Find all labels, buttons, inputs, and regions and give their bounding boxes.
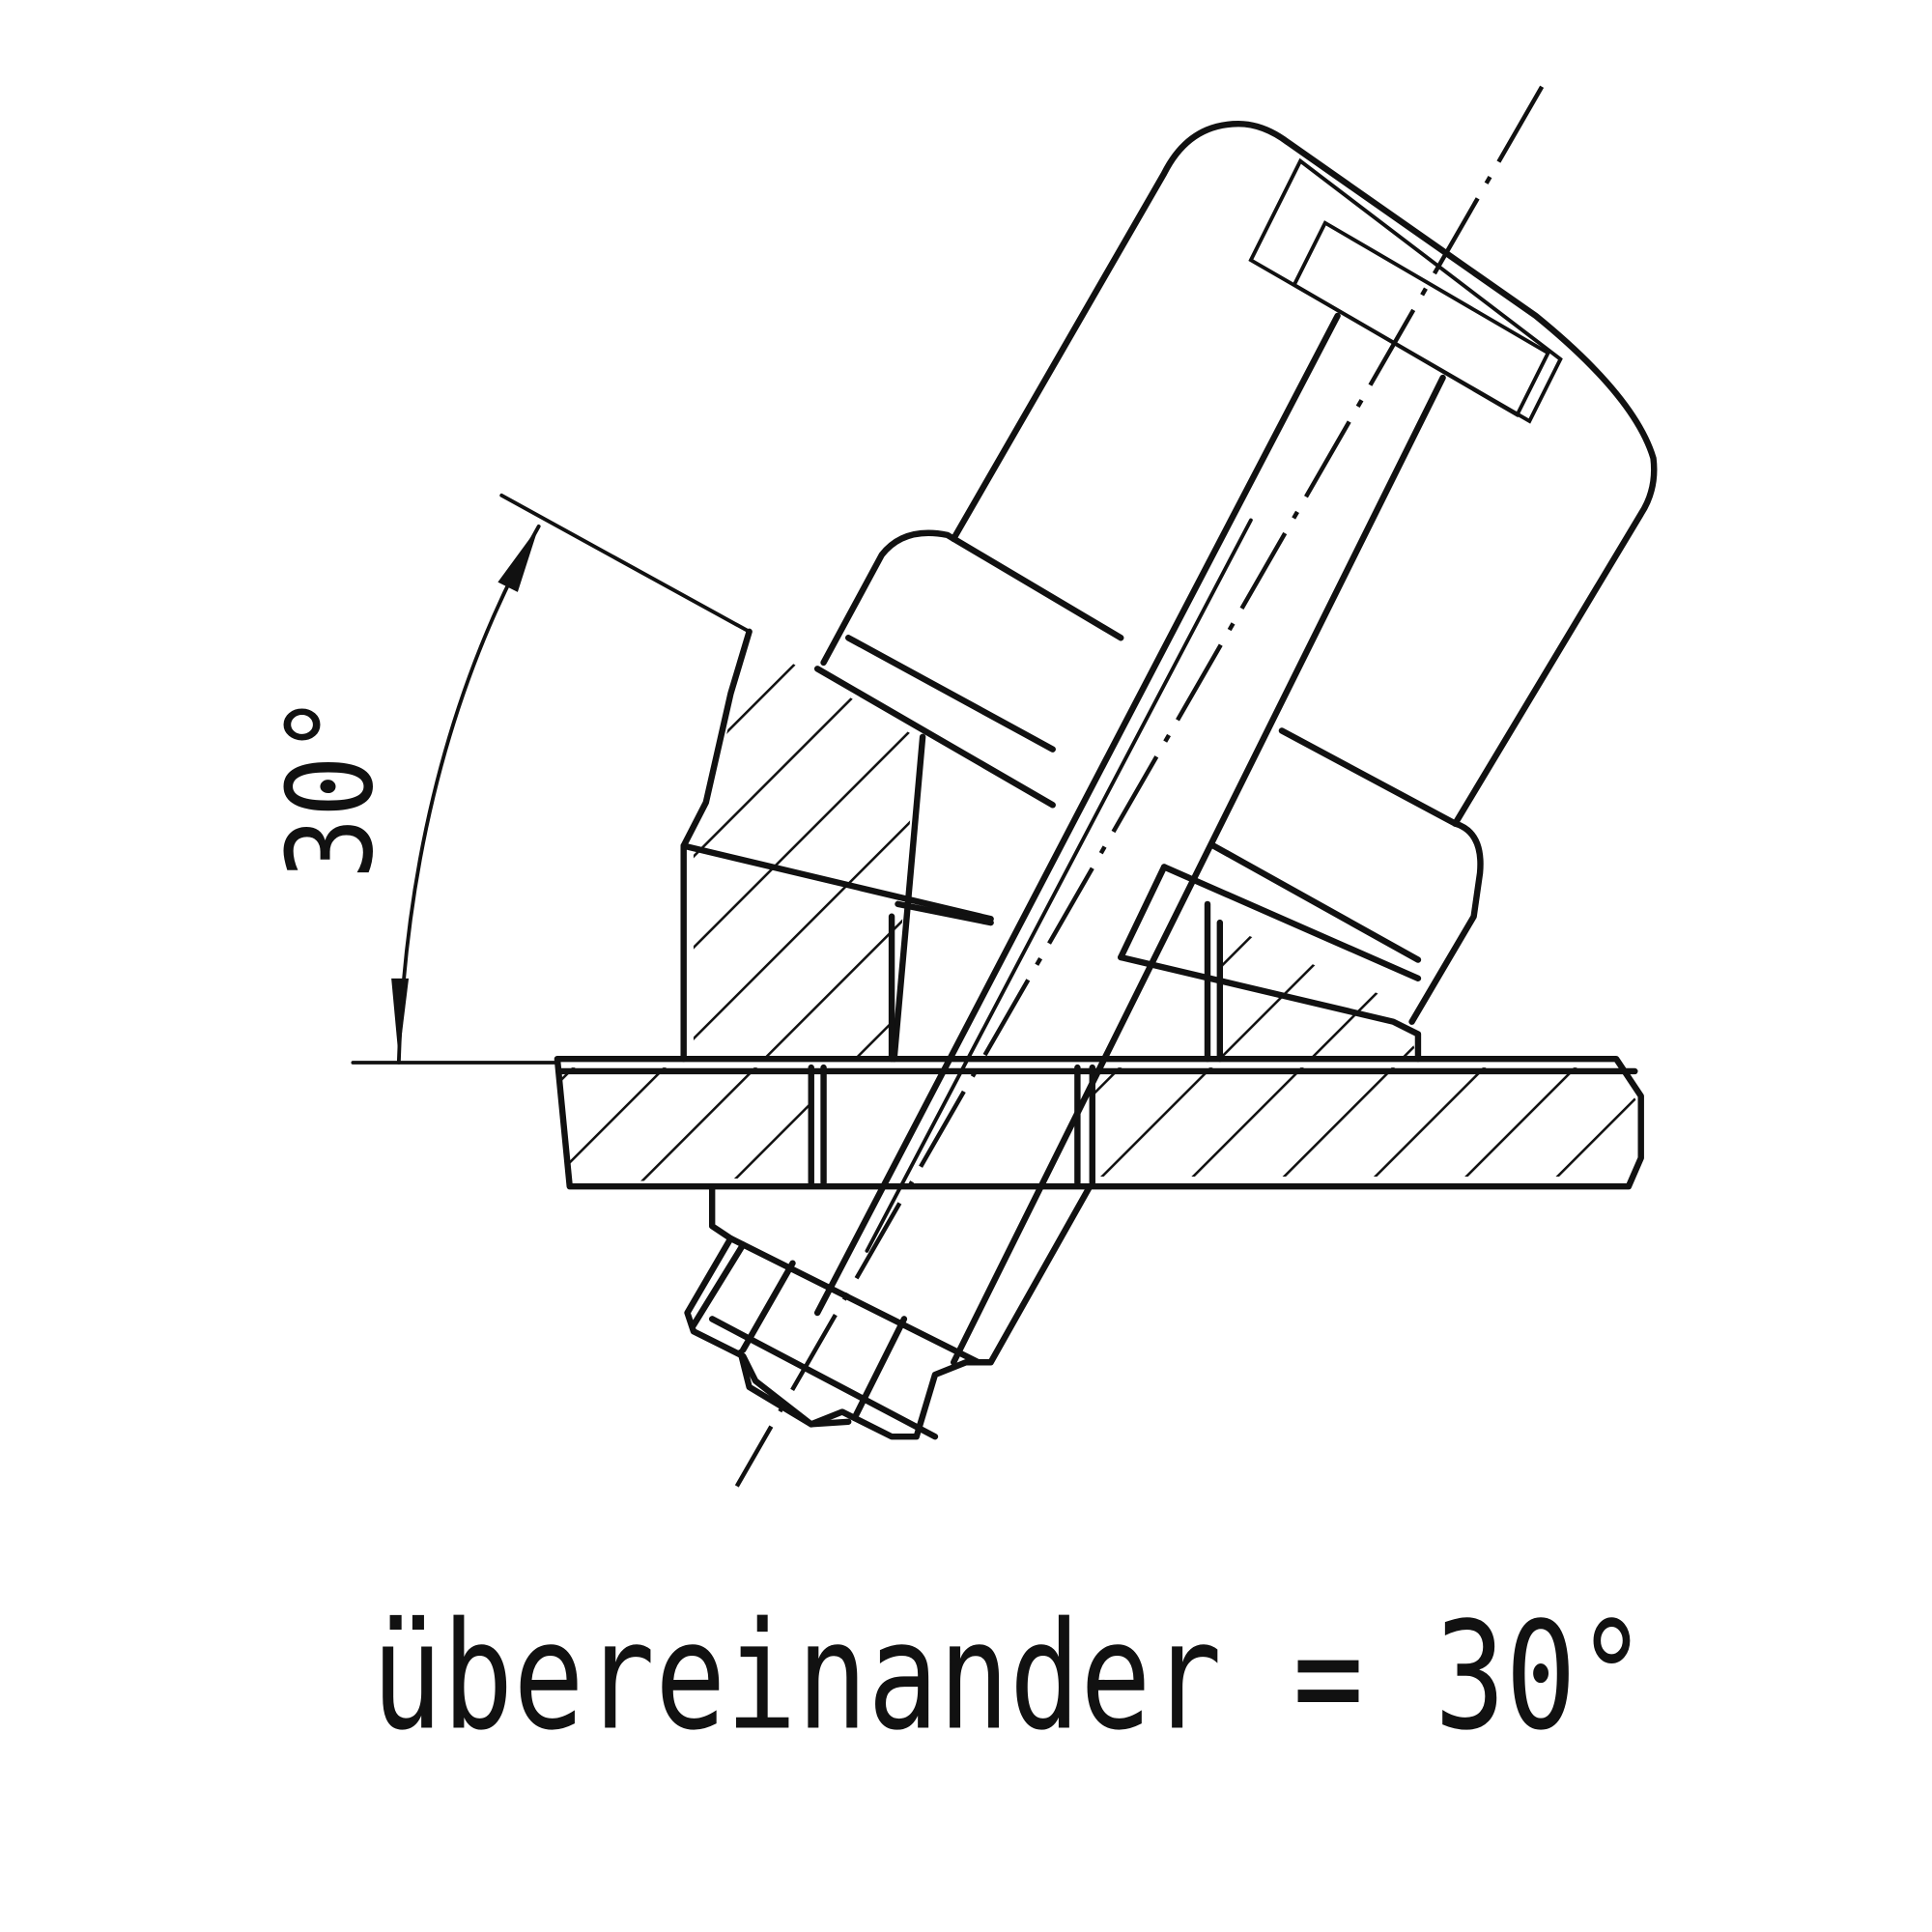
bolt-shaft: [813, 312, 1446, 1366]
angle-dimension: 30°: [263, 493, 752, 1065]
caption: übereinander = 30°: [372, 1590, 1648, 1763]
left-clamp-block: [680, 628, 994, 1063]
base-plate: [554, 1055, 1644, 1190]
center-axis: [734, 85, 1545, 1488]
clamp-body: [813, 121, 1658, 1025]
bolt-head: [1248, 157, 1563, 424]
arrow-up-icon: [497, 526, 539, 592]
arrow-down-icon: [391, 978, 410, 1060]
nut: [684, 1183, 1094, 1440]
angle-label: 30°: [263, 694, 400, 879]
right-clamp-block: [1118, 864, 1422, 1063]
